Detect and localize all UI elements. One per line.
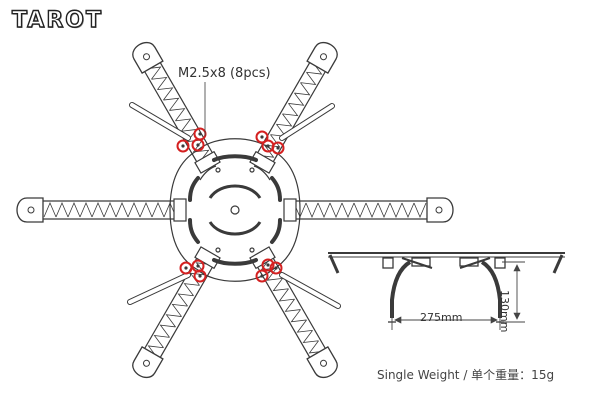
screw-highlight-circle [191, 138, 205, 152]
screw-highlight-circle [261, 139, 275, 153]
width-dimension [391, 310, 501, 330]
frame-arms [16, 41, 454, 379]
center-plate [169, 138, 301, 282]
tarot-logo: TAROT [11, 7, 103, 33]
screw-highlight-circle [176, 139, 190, 153]
arm-bottom-right [249, 246, 338, 379]
screw-highlight-circle [255, 269, 269, 283]
screw-highlight-circle [255, 130, 269, 144]
landing-gear-side-view [328, 252, 565, 323]
height-dimension [502, 261, 525, 323]
arm-top-left [132, 41, 221, 174]
arm-top-right [249, 41, 338, 174]
arm-left [16, 197, 187, 223]
width-dimension-label: 275mm [420, 311, 463, 324]
screw-highlights [176, 127, 285, 283]
screw-spec-label: M2.5x8 (8pcs) [178, 66, 271, 81]
screw-highlight-circle [261, 258, 275, 272]
screw-highlight-circle [269, 261, 283, 275]
height-dimension-label: 130mm [498, 290, 511, 333]
screw-highlight-circle [191, 259, 205, 273]
weight-label: Single Weight / 单个重量：15g [377, 368, 555, 382]
arm-bottom-left [132, 246, 221, 379]
arm-right [283, 197, 454, 223]
screw-highlight-circle [179, 261, 193, 275]
